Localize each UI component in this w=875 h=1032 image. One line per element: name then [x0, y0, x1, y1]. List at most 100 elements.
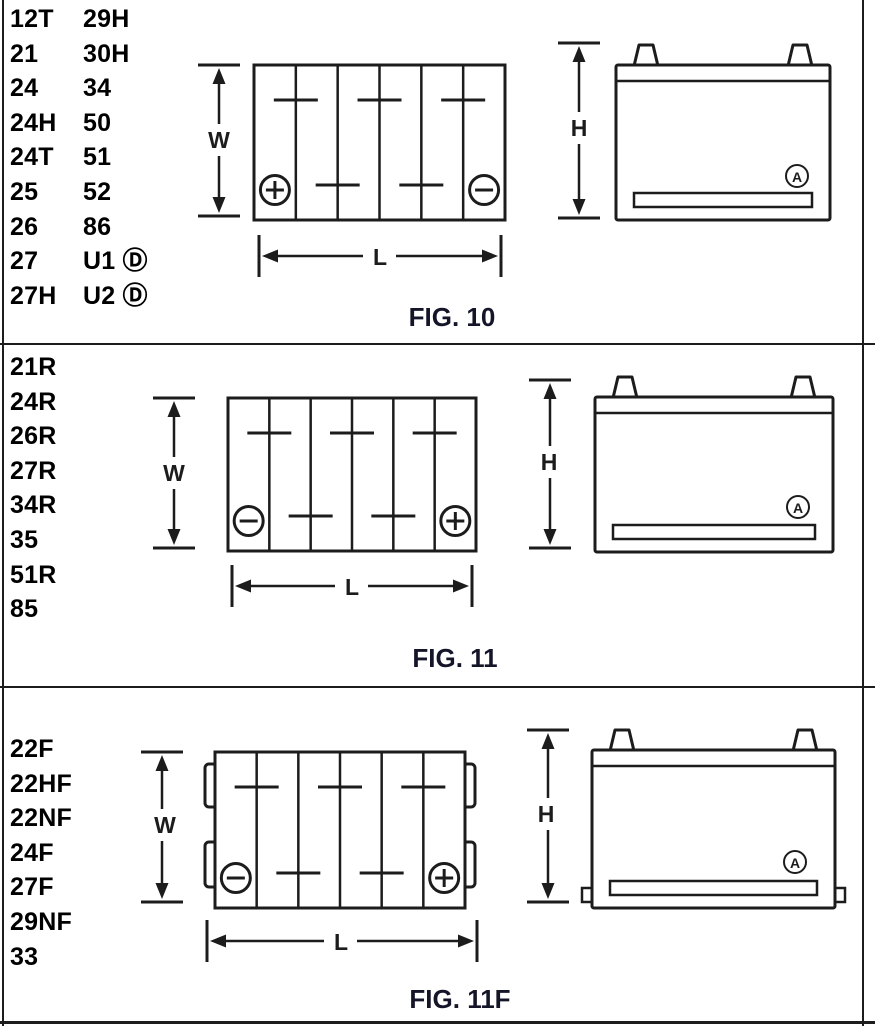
- arrow-left-icon: [210, 934, 226, 948]
- size-row: 24R: [10, 385, 56, 420]
- arrow-up-icon: [572, 46, 586, 62]
- arrow-down-icon: [167, 529, 181, 545]
- negative-terminal-icon: [219, 862, 252, 894]
- negative-terminal-icon: [468, 174, 501, 206]
- size-row: 21 30H: [10, 37, 148, 72]
- circled-letter-marker: A: [785, 164, 809, 188]
- fig10-diagram: W L H A: [198, 41, 832, 277]
- dimension-label: W: [154, 812, 176, 838]
- battery-group-size: 21: [10, 39, 39, 68]
- battery-side-outline: [590, 748, 837, 910]
- arrow-up-icon: [541, 733, 555, 749]
- bottom-page-border: [0, 1021, 875, 1024]
- dimension-label: W: [163, 460, 185, 486]
- height-dimension-indicator: H: [529, 378, 571, 550]
- section-divider-2: [0, 686, 875, 688]
- battery-group-size: 51: [83, 143, 112, 172]
- dimension-label: L: [334, 929, 348, 955]
- length-dimension-indicator: L: [205, 920, 479, 962]
- battery-group-size: 51R: [10, 560, 57, 589]
- battery-group-size: 22NF: [10, 804, 72, 833]
- battery-group-size: 26: [10, 212, 39, 241]
- hold-down-rail: [632, 191, 814, 209]
- arrow-down-icon: [541, 883, 555, 899]
- side-flange-tab: [464, 762, 477, 809]
- battery-group-size: 24T: [10, 143, 54, 172]
- height-dimension-indicator: H: [558, 41, 600, 220]
- size-row: 22NF: [10, 801, 72, 836]
- battery-group-size: 52: [83, 177, 112, 206]
- terminal-post: [791, 728, 819, 752]
- negative-terminal-icon: [232, 505, 265, 537]
- size-row: 34R: [10, 488, 56, 523]
- battery-top-view: [226, 396, 478, 553]
- size-row: 29NF: [10, 905, 72, 940]
- fig11-caption: FIG. 11: [412, 643, 498, 673]
- battery-group-size: 22F: [10, 735, 54, 763]
- side-flange-tab: [203, 840, 216, 889]
- battery-side-outline: [593, 395, 835, 554]
- battery-side-outline: [614, 63, 832, 222]
- battery-group-size: 27F: [10, 873, 54, 902]
- dimension-label: W: [208, 127, 230, 153]
- battery-side-view: A: [580, 728, 847, 910]
- terminal-post: [632, 43, 660, 67]
- left-page-border: [2, 0, 4, 1026]
- arrow-right-icon: [458, 934, 474, 948]
- size-row: 27R: [10, 454, 56, 489]
- size-row: 85: [10, 592, 56, 627]
- arrow-right-icon: [482, 249, 498, 263]
- length-dimension-indicator: L: [257, 235, 503, 277]
- battery-group-size: 50: [83, 108, 112, 137]
- fig11f-caption: FIG. 11F: [409, 984, 511, 1014]
- right-page-border: [862, 0, 864, 1026]
- arrow-down-icon: [212, 197, 226, 213]
- terminal-post: [608, 728, 636, 752]
- battery-group-size: 29NF: [10, 907, 72, 936]
- battery-group-size: 29H: [83, 5, 130, 33]
- arrow-left-icon: [235, 579, 251, 593]
- battery-group-size: 35: [10, 525, 39, 554]
- dimension-label: H: [571, 115, 588, 141]
- battery-group-size: 34R: [10, 491, 57, 520]
- side-flange-tab: [464, 840, 477, 889]
- size-row: 21R: [10, 350, 56, 385]
- section-divider-1: [0, 343, 875, 345]
- arrow-up-icon: [543, 383, 557, 399]
- battery-group-size: 25: [10, 177, 39, 206]
- battery-group-size: 24H: [10, 108, 57, 137]
- hold-down-rail: [611, 523, 817, 541]
- battery-group-size: 86: [83, 212, 112, 241]
- width-dimension-indicator: W: [198, 63, 240, 218]
- positive-terminal-icon: [258, 174, 291, 206]
- circled-letter-marker: A: [786, 495, 810, 519]
- size-row: 22F: [10, 732, 72, 767]
- positive-terminal-icon: [428, 862, 461, 894]
- arrow-down-icon: [155, 883, 169, 899]
- battery-side-view: A: [614, 43, 832, 222]
- battery-group-size: 27H: [10, 281, 57, 310]
- arrow-left-icon: [262, 249, 278, 263]
- arrow-up-icon: [167, 401, 181, 417]
- size-row: 24H 50: [10, 106, 148, 141]
- battery-group-size: 30H: [83, 39, 130, 68]
- dimension-label: H: [538, 801, 555, 827]
- dimension-label: L: [373, 244, 387, 270]
- hold-down-rail: [608, 879, 819, 897]
- terminal-post: [789, 375, 817, 399]
- battery-top-view: [252, 63, 507, 222]
- size-row: 24T 51: [10, 140, 148, 175]
- battery-group-size: U1 Ⓓ: [83, 247, 148, 276]
- size-row: 24F: [10, 836, 72, 871]
- battery-top-view: [203, 750, 477, 910]
